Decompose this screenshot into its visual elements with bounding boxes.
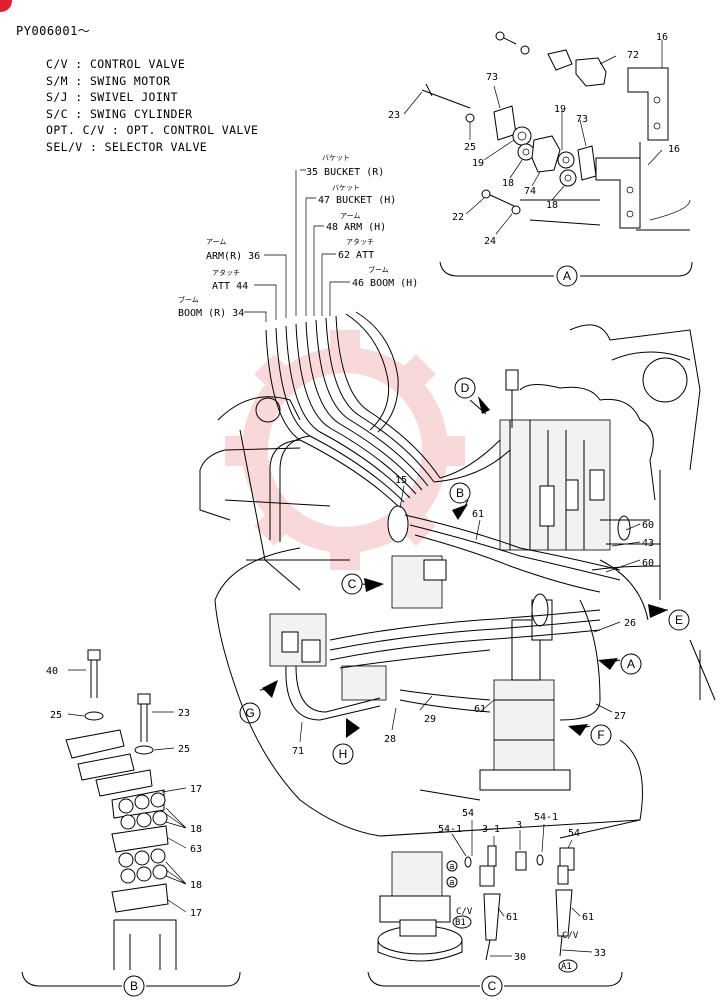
detail-a-view: A 16 16 72 73 23 25 19 73 19 18 74 18 22… xyxy=(388,31,693,287)
view-c-frame-label: C xyxy=(488,979,497,993)
arrow-a-icon xyxy=(598,658,618,670)
abbreviation-legend: C/V : CONTROL VALVE S/M : SWING MOTOR S/… xyxy=(46,56,258,155)
part-27: 27 xyxy=(614,711,626,722)
view-e-label: E xyxy=(675,613,683,627)
kata-boom: ブーム xyxy=(368,265,389,274)
view-f-label: F xyxy=(597,728,604,742)
part-25: 25 xyxy=(50,710,62,721)
part-18: 18 xyxy=(190,824,202,835)
part-16: 16 xyxy=(668,144,680,155)
view-g-label: G xyxy=(245,706,254,720)
part-29: 29 xyxy=(424,714,436,725)
label-boom-r: BOOM (R) 34 xyxy=(178,308,244,319)
svg-text:a: a xyxy=(449,878,454,888)
part-22: 22 xyxy=(452,212,464,223)
view-a-label: A xyxy=(563,269,571,283)
main-machine-view: D B C E A F G H 15 61 60 43 60 26 27 61 xyxy=(199,311,716,839)
part-25: 25 xyxy=(464,142,476,153)
part-26: 26 xyxy=(624,618,636,629)
label-att-44: ATT 44 xyxy=(212,281,248,292)
part-18: 18 xyxy=(546,200,558,211)
view-h-label: H xyxy=(339,747,348,761)
label-att-62: 62 ATT xyxy=(338,250,374,261)
part-43: 43 xyxy=(642,538,654,549)
view-a-arrow-label: A xyxy=(627,657,635,671)
part-54-1: 54-1 xyxy=(534,812,558,823)
part-24: 24 xyxy=(484,236,496,247)
part-40: 40 xyxy=(46,666,58,677)
part-23: 23 xyxy=(178,708,190,719)
kata-arm: アーム xyxy=(340,212,360,220)
cv-label: C/V xyxy=(456,907,473,917)
view-b-frame-label: B xyxy=(130,979,138,993)
part-63: 63 xyxy=(190,844,202,855)
part-19: 19 xyxy=(472,158,484,169)
label-bucket-r: 35 BUCKET (R) xyxy=(306,167,384,178)
part-23: 23 xyxy=(388,110,400,121)
svg-text:a: a xyxy=(449,862,454,872)
view-d-label: D xyxy=(461,381,470,395)
cv-label: C/V xyxy=(562,931,579,941)
label-boom-h: 46 BOOM (H) xyxy=(352,278,418,289)
hose-labels: バケット 35 BUCKET (R) バケット 47 BUCKET (H) アー… xyxy=(178,154,418,322)
part-17: 17 xyxy=(190,908,202,919)
legend-item: C/V : CONTROL VALVE xyxy=(46,57,186,71)
legend-item: OPT. C/V : OPT. CONTROL VALVE xyxy=(46,123,259,137)
part-18: 18 xyxy=(190,880,202,891)
part-60: 60 xyxy=(642,558,654,569)
kata-bucket: バケット xyxy=(322,154,350,162)
legend-item: S/J : SWIVEL JOINT xyxy=(46,90,178,104)
label-bucket-h: 47 BUCKET (H) xyxy=(318,195,396,206)
part-54: 54 xyxy=(568,828,580,839)
part-73: 73 xyxy=(576,114,588,125)
part-54: 54 xyxy=(462,808,474,819)
kata-att: アタッチ xyxy=(346,237,374,246)
cv-port-b1: B1 xyxy=(455,918,466,928)
arrow-f-icon xyxy=(568,724,588,736)
part-72: 72 xyxy=(627,50,639,61)
label-arm-h: 48 ARM (H) xyxy=(326,222,386,233)
part-61: 61 xyxy=(472,509,484,520)
part-3: 3 xyxy=(516,820,522,831)
part-19: 19 xyxy=(554,104,566,115)
serial-range: PY006001～ xyxy=(16,24,91,38)
cv-port-a1: A1 xyxy=(561,962,572,972)
part-61: 61 xyxy=(506,912,518,923)
legend-item: S/M : SWING MOTOR xyxy=(46,73,171,88)
part-25: 25 xyxy=(178,744,190,755)
part-74: 74 xyxy=(524,186,536,197)
arrow-d-icon xyxy=(478,396,490,414)
arrow-h-icon xyxy=(346,718,360,738)
kata-boom: ブーム xyxy=(178,295,199,304)
detail-b-view: 40 25 23 25 17 18 63 18 17 B xyxy=(21,649,241,997)
kata-arm: アーム xyxy=(206,238,226,246)
part-3-1: 3-1 xyxy=(482,824,500,835)
view-b-label: B xyxy=(456,486,464,500)
part-71: 71 xyxy=(292,746,304,757)
watermark-gear-icon xyxy=(225,330,465,570)
part-18: 18 xyxy=(502,178,514,189)
arrow-b-icon xyxy=(452,504,468,520)
part-17: 17 xyxy=(190,784,202,795)
part-16: 16 xyxy=(656,32,668,43)
part-54-1: 54-1 xyxy=(438,824,462,835)
part-73: 73 xyxy=(486,72,498,83)
hose-bundle xyxy=(265,311,661,721)
part-28: 28 xyxy=(384,734,396,745)
legend-item: S/C : SWING CYLINDER xyxy=(46,106,193,121)
legend-item: SEL/V : SELECTOR VALVE xyxy=(46,139,208,154)
part-30: 30 xyxy=(514,952,526,963)
view-c-label: C xyxy=(348,577,357,591)
kata-att: アタッチ xyxy=(212,268,240,277)
label-arm-r: ARM(R) 36 xyxy=(206,251,260,262)
part-61: 61 xyxy=(474,704,486,715)
part-60: 60 xyxy=(642,520,654,531)
part-61: 61 xyxy=(582,912,594,923)
detail-c-view: a a 54 54-1 3-1 3 54-1 54 61 61 30 3 xyxy=(367,808,623,997)
part-33: 33 xyxy=(594,948,606,959)
kata-bucket: バケット xyxy=(332,184,360,192)
part-15: 15 xyxy=(395,475,407,486)
